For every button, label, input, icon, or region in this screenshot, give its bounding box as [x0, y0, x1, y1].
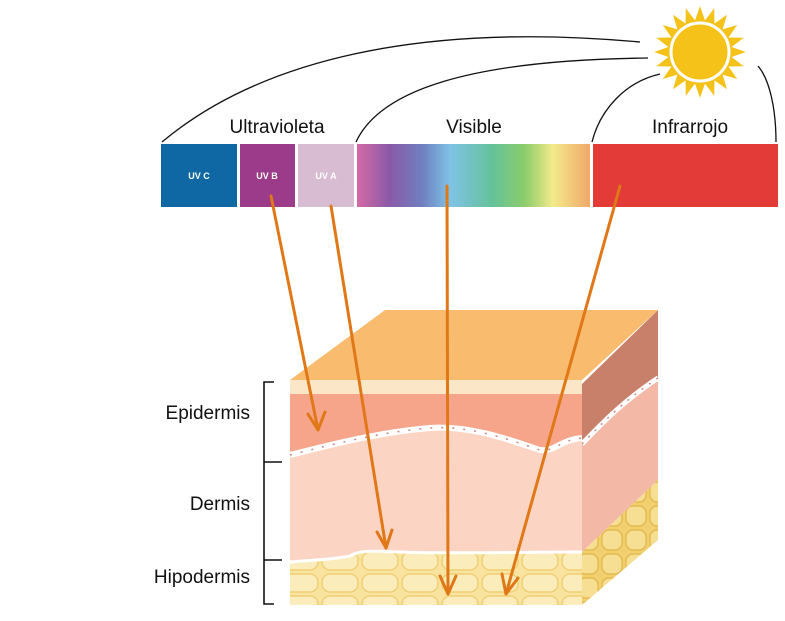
band-uvb [240, 144, 295, 207]
connector-infrared-left [591, 73, 661, 143]
arrow-uva [329, 204, 394, 550]
group-label-visible: Visible [446, 117, 502, 138]
skin-cross-section [289, 310, 660, 605]
layer-label-hypodermis: Hipodermis [154, 567, 250, 588]
skin-top-surface [290, 310, 658, 380]
skin-side-hypodermis [582, 480, 658, 605]
band-label-uva: UV A [315, 171, 337, 181]
spectrum-bar: UV C UV B UV A [161, 144, 778, 207]
group-label-infrared: Infrarrojo [652, 117, 728, 138]
band-label-uvc: UV C [188, 171, 210, 181]
sun-icon [654, 6, 746, 98]
connector-visible [355, 57, 649, 143]
sun-connectors [161, 36, 777, 143]
arrow-visible [438, 184, 458, 596]
band-label-uvb: UV B [256, 171, 278, 181]
band-uvc [161, 144, 237, 207]
penetration-arrows [269, 184, 622, 596]
layer-dermis [290, 427, 582, 562]
group-label-ultraviolet: Ultravioleta [229, 117, 324, 138]
arrow-infrared [500, 184, 622, 596]
layer-brackets [263, 381, 282, 605]
layer-label-dermis: Dermis [190, 494, 250, 515]
band-infrared [593, 144, 778, 207]
band-uva [298, 144, 354, 207]
skin-side-dermis [582, 376, 658, 552]
skin-side-top [582, 310, 658, 442]
layer-label-epidermis: Epidermis [166, 403, 250, 424]
band-visible [357, 144, 590, 207]
connector-ultraviolet [161, 36, 641, 143]
arrow-uvb [269, 194, 327, 432]
connector-infrared-right [757, 65, 777, 143]
